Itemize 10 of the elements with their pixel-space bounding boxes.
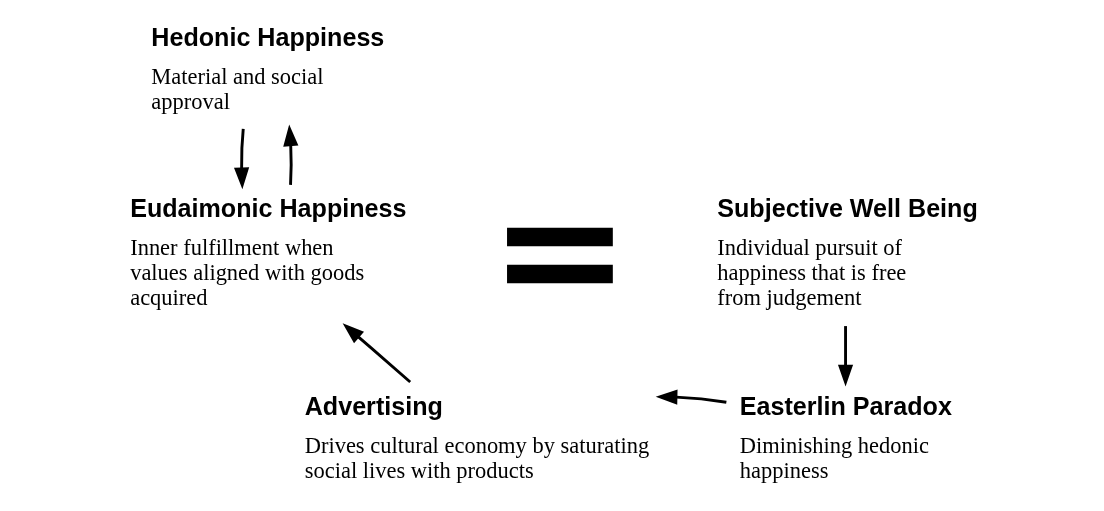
arrow bbox=[837, 326, 854, 387]
arrow bbox=[655, 389, 727, 405]
arrow bbox=[233, 128, 250, 190]
node-text: Advertising Drives cultural economy by saturating social lives with products bbox=[304, 392, 650, 483]
node-text: Eudaimonic Happiness Inner fulfillment when values aligned with goods acquired bbox=[130, 194, 407, 311]
node-text: Easterlin Paradox Diminishing hedonic happiness bbox=[739, 392, 952, 483]
arrow bbox=[342, 323, 412, 384]
node-text: Subjective Well Being Individual pursuit of happiness that is free from judgement bbox=[717, 194, 978, 311]
arrow bbox=[283, 124, 299, 185]
node-text: Hedonic Happiness Material and social approval bbox=[151, 23, 385, 114]
